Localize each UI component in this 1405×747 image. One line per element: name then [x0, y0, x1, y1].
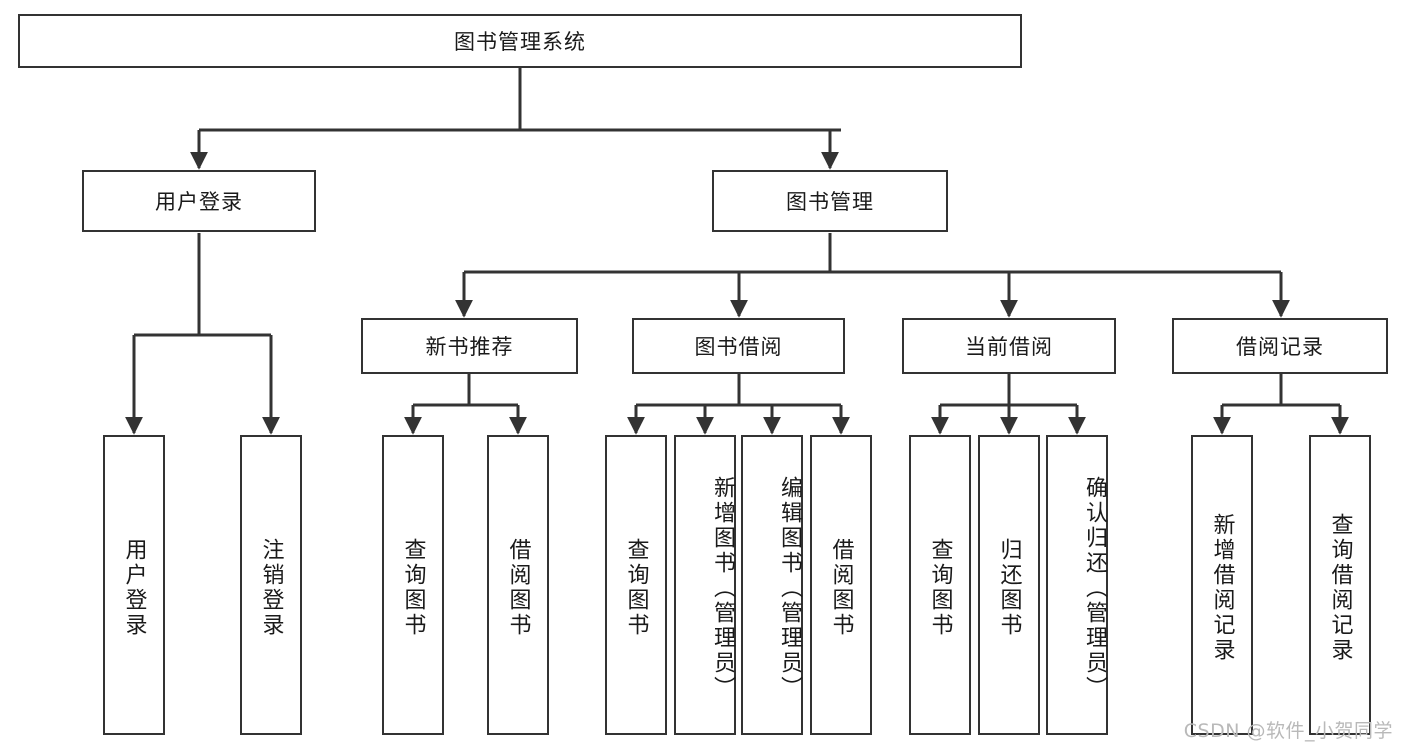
- node-root-book-management-system[interactable]: 图书管理系统: [18, 14, 1022, 68]
- node-book-borrow[interactable]: 图书借阅: [632, 318, 845, 374]
- leaf-borrow-book-recommend[interactable]: 借阅图书: [487, 435, 549, 735]
- leaf-query-book-recommend[interactable]: 查询图书: [382, 435, 444, 735]
- leaf-add-borrow-record[interactable]: 新增借阅记录: [1191, 435, 1253, 735]
- node-book-management[interactable]: 图书管理: [712, 170, 948, 232]
- node-current-borrow[interactable]: 当前借阅: [902, 318, 1116, 374]
- node-new-book-recommend[interactable]: 新书推荐: [361, 318, 578, 374]
- leaf-confirm-return-admin[interactable]: 确认归还（管理员）: [1046, 435, 1108, 735]
- watermark-text: CSDN @软件_小贺同学: [1183, 720, 1393, 742]
- leaf-query-borrow-record[interactable]: 查询借阅记录: [1309, 435, 1371, 735]
- leaf-logout-login[interactable]: 注销登录: [240, 435, 302, 735]
- leaf-add-book-admin[interactable]: 新增图书（管理员）: [674, 435, 736, 735]
- node-user-login[interactable]: 用户登录: [82, 170, 316, 232]
- leaf-user-login[interactable]: 用户登录: [103, 435, 165, 735]
- leaf-query-book-borrow[interactable]: 查询图书: [605, 435, 667, 735]
- leaf-edit-book-admin[interactable]: 编辑图书（管理员）: [741, 435, 803, 735]
- leaf-borrow-book[interactable]: 借阅图书: [810, 435, 872, 735]
- leaf-return-book[interactable]: 归还图书: [978, 435, 1040, 735]
- leaf-query-book-current[interactable]: 查询图书: [909, 435, 971, 735]
- node-borrow-record[interactable]: 借阅记录: [1172, 318, 1388, 374]
